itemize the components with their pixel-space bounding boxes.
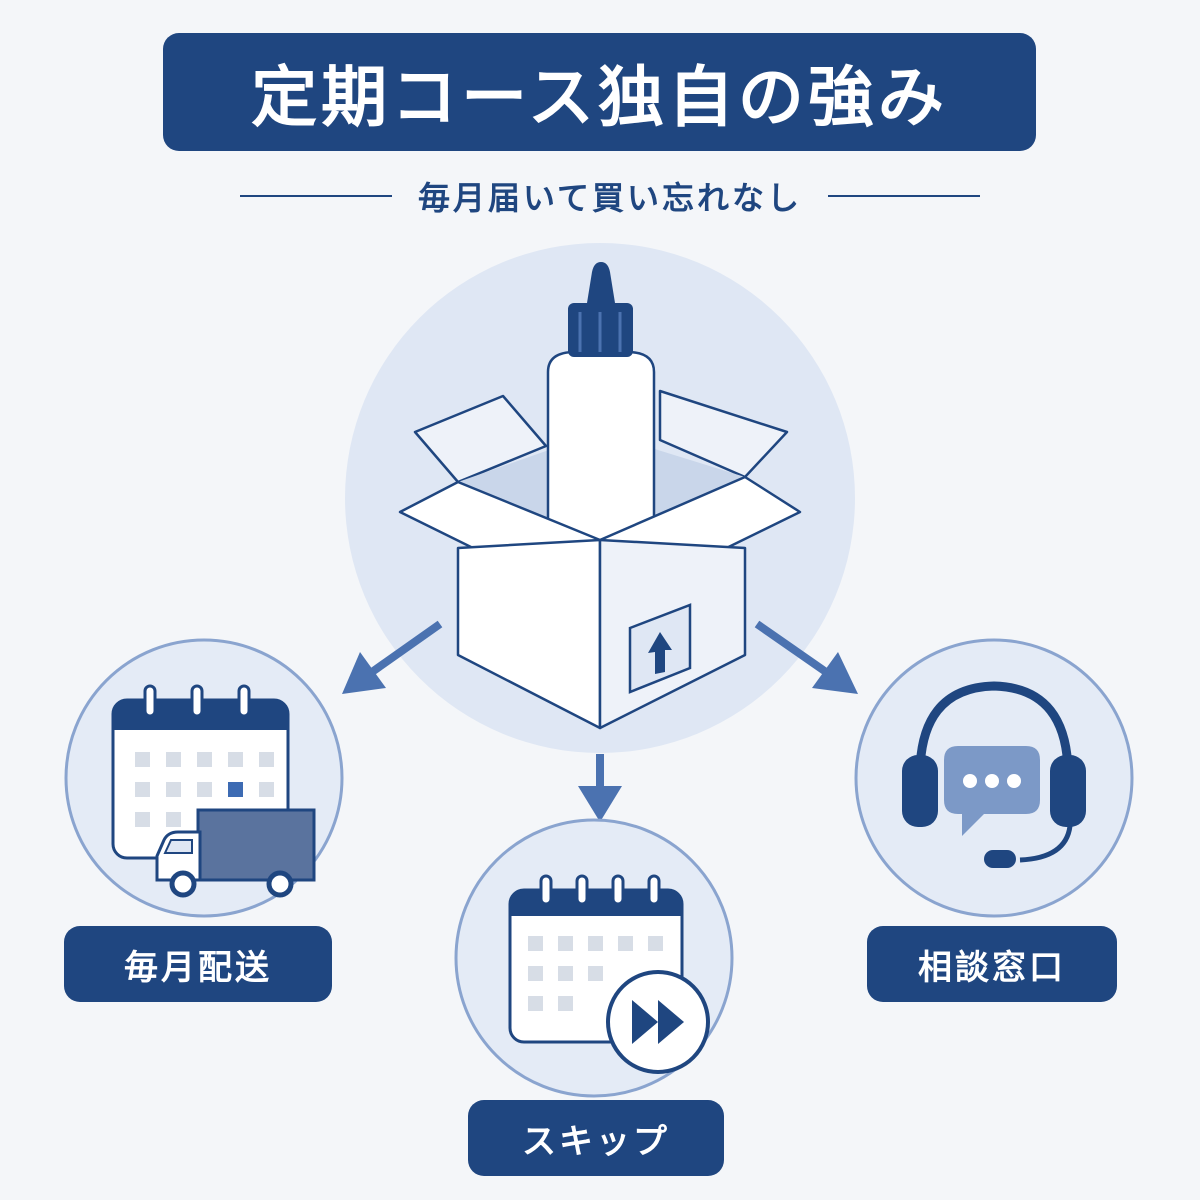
open-box-bottle-icon <box>345 243 855 753</box>
subtitle-row: 毎月届いて買い忘れなし <box>240 172 981 220</box>
arrow-right-icon <box>754 620 858 694</box>
subtitle-rule-right <box>828 195 981 197</box>
feature-label-monthly-delivery: 毎月配送 <box>64 926 332 1002</box>
page-title: 定期コース独自の強み <box>251 59 948 136</box>
subtitle-rule-left <box>240 195 392 197</box>
subtitle: 毎月届いて買い忘れなし <box>417 179 803 217</box>
title-banner: 定期コース独自の強み <box>163 33 1036 151</box>
arrow-down-icon <box>578 754 622 822</box>
up-arrow-icon <box>628 603 692 694</box>
arrow-left-icon <box>342 620 443 694</box>
calendar-skip-icon <box>454 818 734 1098</box>
feature-label-consultation: 相談窓口 <box>867 926 1117 1002</box>
headset-chat-icon <box>854 638 1134 918</box>
feature-label-skip: スキップ <box>468 1100 724 1176</box>
calendar-truck-icon <box>64 638 344 918</box>
